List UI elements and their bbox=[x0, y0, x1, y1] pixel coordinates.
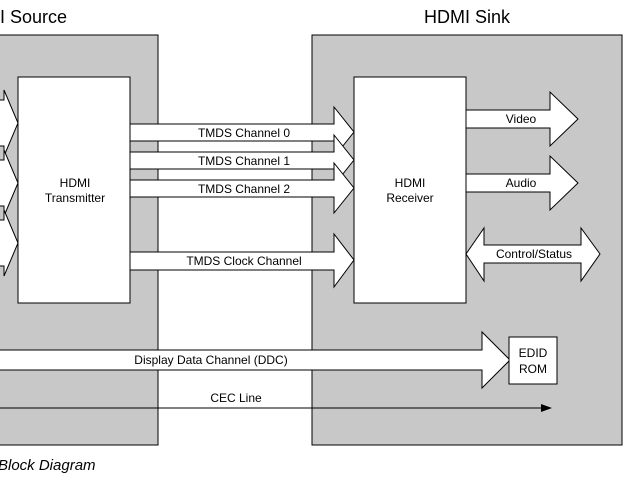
ddc-label: Display Data Channel (DDC) bbox=[134, 353, 287, 367]
diagram-caption: Block Diagram bbox=[0, 457, 96, 474]
cec-arrowhead bbox=[541, 404, 552, 412]
receiver-label-line2: Receiver bbox=[386, 191, 433, 205]
hdmi-transmitter-box bbox=[17, 76, 131, 304]
tmds-clock-channel-label: TMDS Clock Channel bbox=[186, 254, 301, 268]
input-arrow-1 bbox=[0, 89, 19, 157]
transmitter-label-line2: Transmitter bbox=[45, 191, 105, 205]
tmds-clock-channel-arrow bbox=[129, 232, 355, 289]
tmds-channel-0-label: TMDS Channel 0 bbox=[198, 126, 290, 140]
input-arrow-3 bbox=[0, 209, 19, 277]
tmds-channel-2-label: TMDS Channel 2 bbox=[198, 182, 290, 196]
video-label: Video bbox=[506, 112, 537, 126]
tmds-channel-1-arrow bbox=[129, 133, 355, 187]
edid-rom-box bbox=[508, 336, 558, 385]
video-arrow bbox=[465, 90, 579, 148]
hdmi-receiver-box bbox=[353, 76, 467, 304]
tmds-channel-2-arrow bbox=[129, 161, 355, 215]
edid-label-line2: ROM bbox=[519, 362, 547, 376]
sink-title: HDMI Sink bbox=[424, 7, 511, 27]
control-status-arrow bbox=[465, 226, 601, 283]
input-arrow-2 bbox=[0, 149, 19, 217]
control-status-label: Control/Status bbox=[496, 247, 572, 261]
source-title: I Source bbox=[0, 7, 67, 27]
edid-label-line1: EDID bbox=[519, 346, 548, 360]
receiver-label-line1: HDMI bbox=[395, 176, 426, 190]
cec-label: CEC Line bbox=[210, 391, 262, 405]
audio-arrow bbox=[465, 154, 579, 212]
audio-label: Audio bbox=[506, 176, 537, 190]
tmds-channel-1-label: TMDS Channel 1 bbox=[198, 154, 290, 168]
tmds-channel-0-arrow bbox=[129, 105, 355, 159]
ddc-arrow bbox=[0, 330, 511, 390]
transmitter-label-line1: HDMI bbox=[60, 176, 91, 190]
